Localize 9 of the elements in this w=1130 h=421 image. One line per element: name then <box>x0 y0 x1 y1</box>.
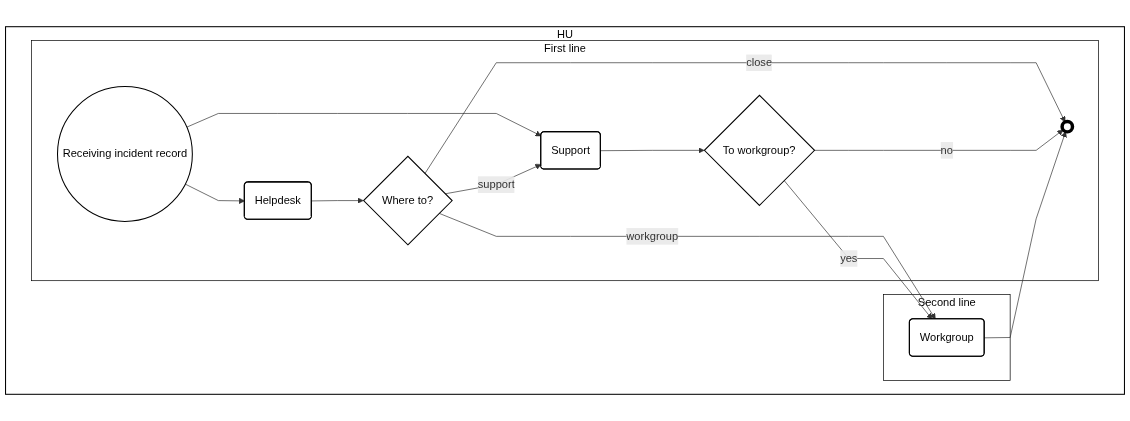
edge-label: close <box>746 56 773 69</box>
node-circle: Receiving incident record <box>57 86 193 222</box>
edge-label: no <box>940 144 953 156</box>
node-diamond: To workgroup? <box>703 94 816 207</box>
edge-label: support <box>477 178 515 191</box>
node-diamond: Where to? <box>362 155 453 246</box>
node-circle <box>1060 119 1075 134</box>
edge-label: workgroup <box>626 230 679 242</box>
edge-label: yes <box>840 252 858 265</box>
